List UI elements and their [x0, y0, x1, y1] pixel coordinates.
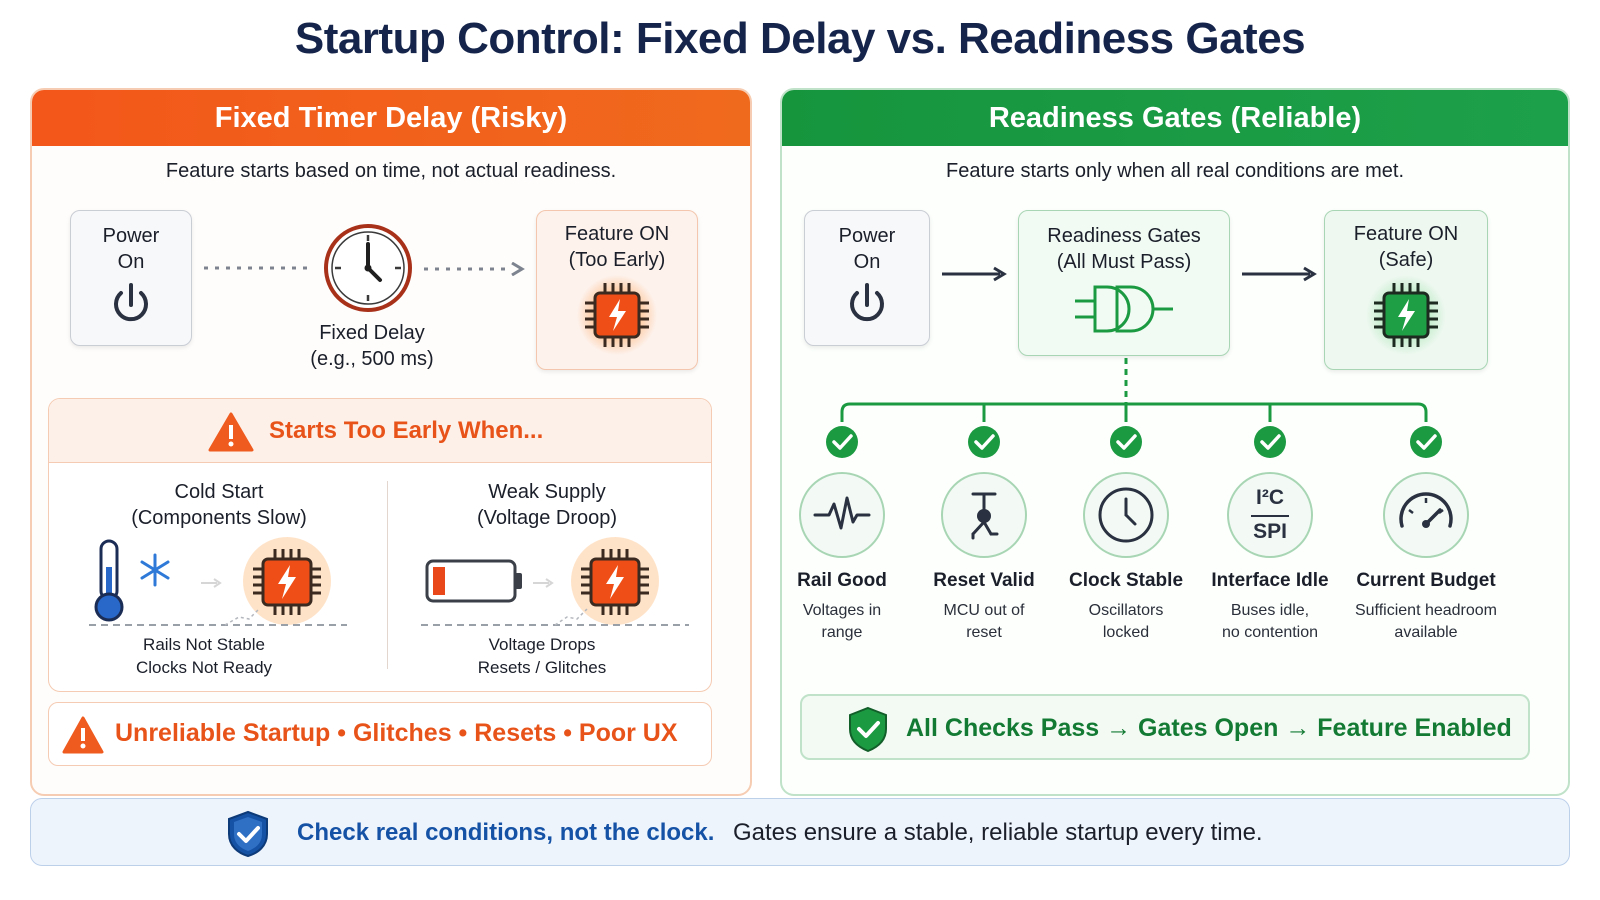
arrow-connector: [942, 266, 1007, 282]
reset-valid-desc2: reset: [966, 624, 1002, 641]
reset-valid-desc: MCU out of reset: [899, 600, 1069, 644]
reset-icon: [971, 492, 999, 540]
cold-start-title: Cold Start (Components Slow): [89, 479, 349, 531]
interface-idle-name: Interface Idle: [1211, 570, 1329, 591]
weak-supply-effect2: Resets / Glitches: [477, 658, 607, 677]
chip-safe-icon: [1366, 275, 1446, 355]
readiness-gates-line2: (All Must Pass): [1056, 251, 1192, 273]
fixed-delay-header: Fixed Timer Delay (Risky): [32, 90, 750, 146]
arrow-connector: [1242, 266, 1317, 282]
clock-stable-name: Clock Stable: [1068, 570, 1184, 591]
feature-early-line2: (Too Early): [568, 249, 666, 271]
rail-good-desc1: Voltages in: [802, 602, 882, 619]
clock-icon: [1098, 487, 1154, 543]
fixed-delay-line2: (e.g., 500 ms): [310, 348, 434, 370]
fixed-delay-label: Fixed Delay (e.g., 500 ms): [292, 320, 452, 372]
all-checks-pass-text: All Checks Pass → Gates Open → Feature E…: [906, 714, 1512, 742]
current-budget-desc1: Sufficient headroom: [1354, 602, 1497, 619]
cold-start-line2: (Components Slow): [131, 507, 307, 529]
feature-on-early-box: Feature ON (Too Early): [536, 210, 698, 370]
power-on-line2: On: [117, 251, 145, 273]
power-icon: [850, 283, 884, 322]
readiness-gates-line1: Readiness Gates: [1047, 225, 1201, 247]
footer-regular-text: Gates ensure a stable, reliable startup …: [733, 819, 1263, 846]
shield-check-icon: [228, 810, 268, 858]
weak-supply-effect1: Voltage Drops: [488, 635, 596, 654]
waveform-icon: [813, 496, 871, 530]
power-on-line1: Power: [838, 225, 896, 247]
clock-icon: [324, 224, 412, 312]
fixed-delay-subtitle: Feature starts based on time, not actual…: [165, 160, 617, 182]
gate-tree-connector: [826, 358, 1442, 458]
starts-too-early-header: Starts Too Early When...: [49, 399, 711, 463]
current-budget-circle: [1383, 472, 1469, 558]
readiness-gates-header: Readiness Gates (Reliable): [782, 90, 1568, 146]
power-on-box: Power On: [804, 210, 930, 346]
current-budget-desc2: available: [1394, 624, 1458, 641]
reset-valid-desc1: MCU out of: [943, 602, 1025, 619]
warning-icon: [208, 412, 254, 452]
current-budget-name: Current Budget: [1356, 570, 1496, 591]
weak-supply-title: Weak Supply (Voltage Droop): [417, 479, 677, 531]
weak-supply-line2: (Voltage Droop): [476, 507, 618, 529]
feature-safe-line2: (Safe): [1378, 249, 1434, 271]
cold-start-effect2: Clocks Not Ready: [135, 658, 273, 677]
all-checks-pass-strip: All Checks Pass → Gates Open → Feature E…: [800, 694, 1530, 760]
power-icon: [114, 283, 148, 322]
power-on-line2: On: [853, 251, 881, 273]
page-title: Startup Control: Fixed Delay vs. Readine…: [294, 14, 1306, 63]
power-on-line1: Power: [102, 225, 160, 247]
footer-bold-text: Check real conditions, not the clock.: [297, 819, 715, 846]
fixed-delay-panel: Fixed Timer Delay (Risky) Feature starts…: [30, 88, 752, 796]
interface-idle-desc: Buses idle, no contention: [1185, 600, 1355, 644]
reset-valid-circle: [941, 472, 1027, 558]
cold-start-effect1: Rails Not Stable: [143, 635, 265, 654]
weak-supply-effects: Voltage Drops Resets / Glitches: [427, 633, 657, 679]
cold-start-effects: Rails Not Stable Clocks Not Ready: [89, 633, 319, 679]
interface-idle-circle: I²C SPI: [1227, 472, 1313, 558]
clock-stable-circle: [1083, 472, 1169, 558]
rail-good-desc2: range: [821, 624, 863, 641]
starts-too-early-title: Starts Too Early When...: [269, 417, 544, 444]
clock-stable-desc2: locked: [1102, 624, 1150, 641]
cold-start-illustration: [89, 537, 347, 626]
dotted-arrow: [424, 262, 525, 276]
spi-label: SPI: [1253, 520, 1287, 543]
consequences-strip: Unreliable Startup • Glitches • Resets •…: [48, 702, 712, 766]
feature-on-safe-box: Feature ON (Safe): [1324, 210, 1488, 370]
footer-banner: Check real conditions, not the clock. Ga…: [30, 798, 1570, 866]
shield-check-icon: [849, 706, 887, 753]
clock-stable-desc: Oscillators locked: [1041, 600, 1211, 644]
rail-good-circle: [799, 472, 885, 558]
weak-supply-illustration: [421, 537, 689, 626]
rail-good-desc: Voltages in range: [782, 600, 927, 644]
weak-supply-line1: Weak Supply: [488, 481, 606, 503]
power-on-box: Power On: [70, 210, 192, 346]
consequences-text: Unreliable Startup • Glitches • Resets •…: [115, 719, 678, 747]
feature-safe-line1: Feature ON: [1353, 223, 1459, 245]
clock-stable-desc1: Oscillators: [1088, 602, 1164, 619]
scenario-divider: [387, 481, 388, 669]
i2c-label: I²C: [1256, 486, 1284, 509]
readiness-gates-box: Readiness Gates (All Must Pass): [1018, 210, 1230, 356]
interface-idle-desc2: no contention: [1221, 624, 1319, 641]
interface-idle-desc1: Buses idle,: [1230, 602, 1310, 619]
chip-warning-icon: [577, 275, 657, 355]
warning-icon: [62, 716, 104, 754]
fixed-delay-line1: Fixed Delay: [319, 322, 425, 344]
readiness-gates-panel: Readiness Gates (Reliable) Feature start…: [780, 88, 1570, 796]
gauge-icon: [1399, 492, 1453, 528]
and-gate-icon: [1075, 285, 1173, 333]
rail-good-name: Rail Good: [797, 570, 887, 591]
feature-early-line1: Feature ON: [564, 223, 670, 245]
bus-divider: [1251, 515, 1289, 517]
starts-too-early-section: Starts Too Early When... Cold Start (Com…: [48, 398, 712, 692]
reset-valid-name: Reset Valid: [933, 570, 1035, 591]
cold-start-line1: Cold Start: [174, 481, 264, 503]
dotted-connector: [204, 266, 308, 270]
readiness-gates-subtitle: Feature starts only when all real condit…: [946, 160, 1404, 182]
current-budget-desc: Sufficient headroom available: [1341, 600, 1511, 644]
